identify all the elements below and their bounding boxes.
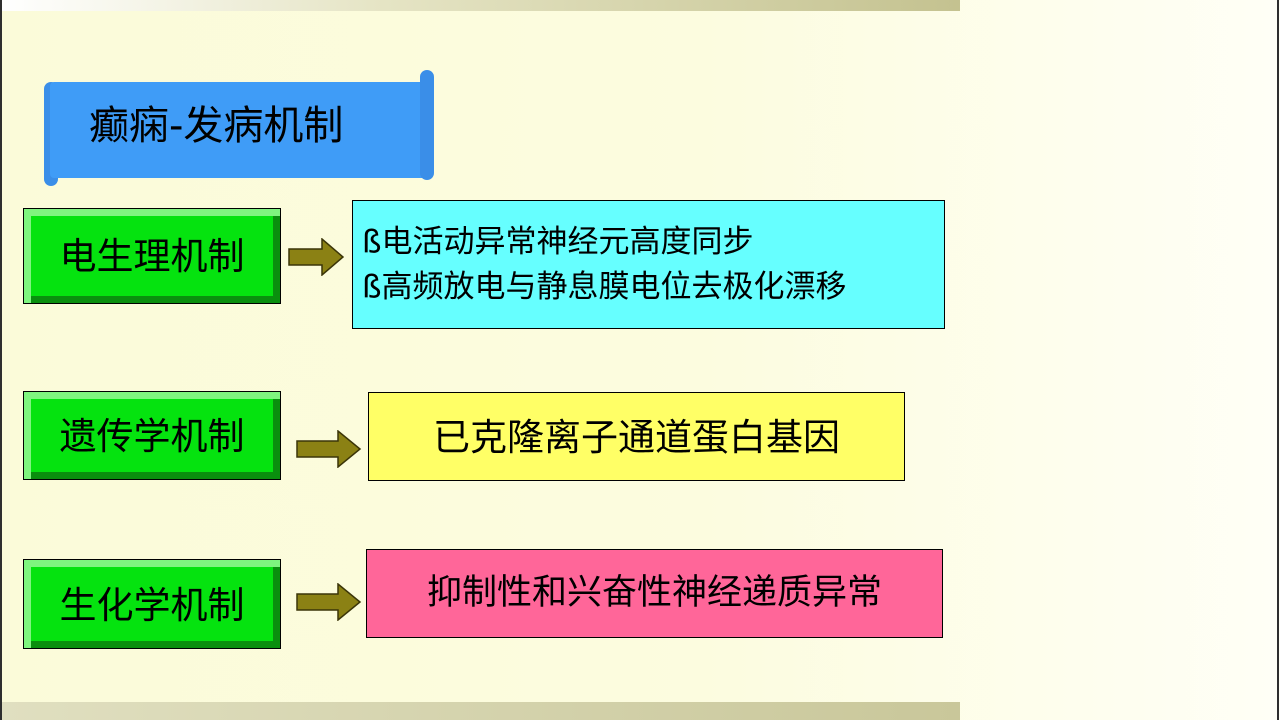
scroll-roll-right: [420, 70, 434, 180]
title-banner: 癫痫-发病机制: [44, 70, 434, 188]
detail-line: 已克隆离子通道蛋白基因: [433, 416, 840, 459]
right-arrow-icon: [288, 238, 344, 276]
left-border-line: [0, 0, 2, 720]
banner-body: [50, 82, 428, 178]
detail-box-biochemical: 抑制性和兴奋性神经递质异常: [366, 549, 943, 638]
mechanism-box-genetic: 遗传学机制: [23, 391, 281, 480]
right-border-line: [1277, 0, 1279, 720]
detail-line: ß高频放电与静息膜电位去极化漂移: [362, 269, 847, 305]
top-decor-bar: [0, 0, 960, 11]
right-arrow-icon: [296, 430, 362, 468]
detail-line: 抑制性和兴奋性神经递质异常: [426, 573, 882, 613]
detail-box-electrophysiology: ß电活动异常神经元高度同步 ß高频放电与静息膜电位去极化漂移: [352, 200, 945, 329]
detail-line: ß电活动异常神经元高度同步: [362, 224, 754, 260]
page-title: 癫痫-发病机制: [89, 103, 344, 149]
mechanism-box-biochemical: 生化学机制: [23, 559, 281, 649]
mechanism-label: 电生理机制: [59, 235, 245, 278]
bottom-decor-bar: [0, 702, 960, 720]
mechanism-box-electrophysiology: 电生理机制: [23, 208, 281, 304]
mechanism-label: 生化学机制: [59, 584, 245, 627]
right-arrow-icon: [296, 583, 362, 621]
detail-box-genetic: 已克隆离子通道蛋白基因: [368, 392, 905, 481]
mechanism-label: 遗传学机制: [59, 415, 245, 458]
